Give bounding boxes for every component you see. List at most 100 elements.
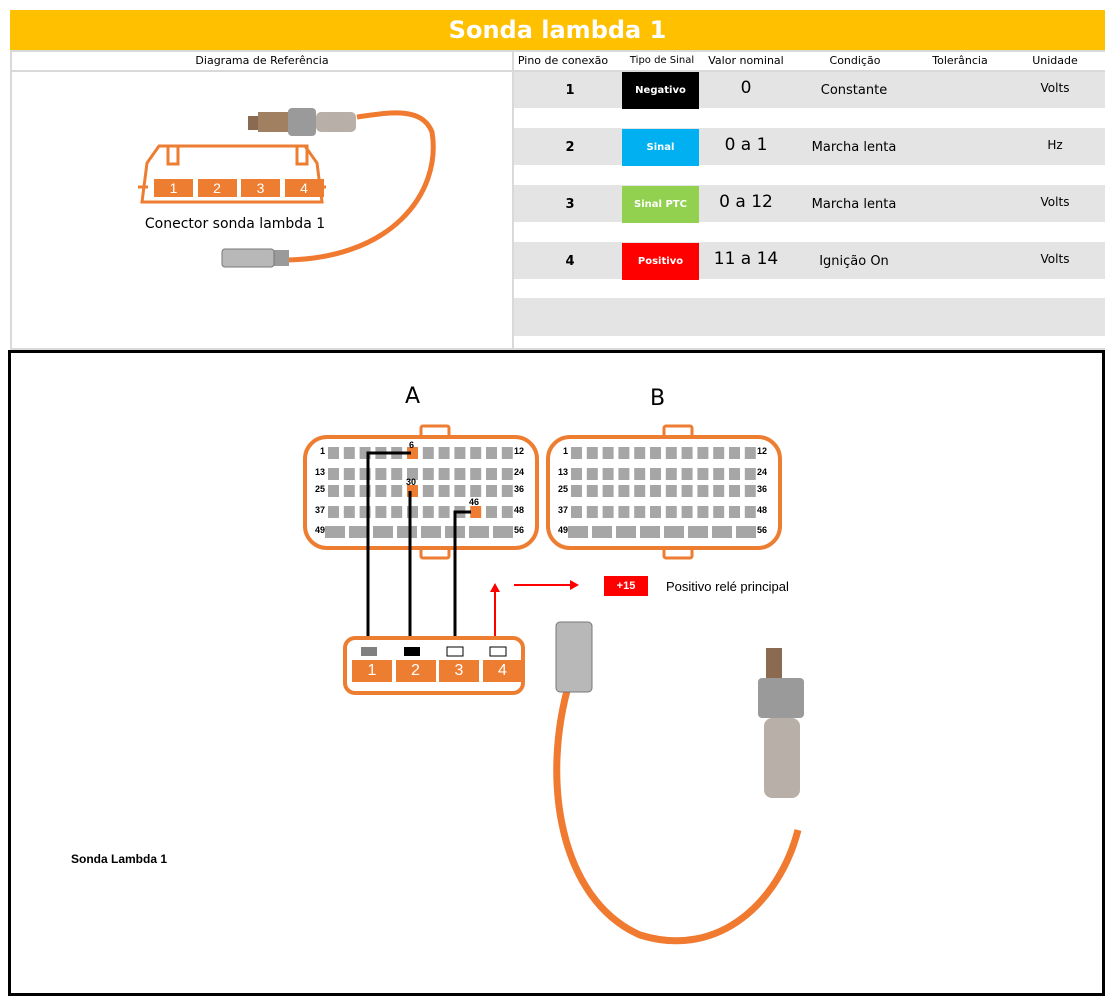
- ecu-b-pin: [729, 506, 740, 518]
- wire-color-indicator: [446, 646, 464, 657]
- sensor-connector-pin: 3: [439, 660, 479, 682]
- ecu-b-pin: [681, 506, 693, 518]
- header-tolerance: Tolerância: [932, 54, 988, 67]
- pin-row-label: 24: [514, 467, 525, 477]
- ecu-a-pin: [486, 468, 497, 480]
- ecu-b-pin: [602, 468, 614, 480]
- ecu-b-pin: [586, 485, 598, 497]
- sensor-hex: [758, 678, 804, 718]
- ecu-b-pin: [618, 447, 630, 459]
- ecu-b-pin: [688, 526, 708, 538]
- nominal-value: 0 a 12: [719, 192, 773, 212]
- ecu-b-pin: [616, 526, 636, 538]
- pin-row-label: 25: [557, 484, 568, 494]
- ecu-b-pin: [634, 468, 646, 480]
- ecu-b-pin: [664, 526, 684, 538]
- ecu-connector-a: [303, 435, 539, 550]
- ref-connector-pin: 1: [154, 179, 193, 197]
- arrow-up-icon: [490, 583, 500, 592]
- ecu-b-pin: [713, 447, 725, 459]
- ecu-a-pin: [359, 485, 371, 497]
- ecu-a-pin: [470, 447, 482, 459]
- ecu-b-pin: [665, 447, 677, 459]
- ecu-a-pin: [328, 447, 339, 459]
- pin-row-label: 13: [314, 467, 325, 477]
- condition: Constante: [820, 83, 888, 98]
- ecu-b-pin: [665, 506, 677, 518]
- ecu-b-pin: [634, 506, 646, 518]
- sensor-tip: [766, 648, 782, 678]
- ecu-b-pin: [729, 447, 740, 459]
- ecu-a-pin: [359, 447, 371, 459]
- ecu-a-pin: [438, 506, 450, 518]
- ecu-connector-b: [546, 435, 782, 550]
- unit: Volts: [1040, 252, 1070, 266]
- pin-row-label: 48: [757, 505, 768, 515]
- ecu-a-pin: [391, 506, 403, 518]
- ecu-a-pin: [375, 485, 387, 497]
- pin-row-label: 25: [314, 484, 325, 494]
- ecu-b-pin: [736, 526, 756, 538]
- reference-connector-drawing: [138, 108, 436, 268]
- ecu-a-pin: [397, 526, 417, 538]
- ecu-b-pin: [744, 506, 756, 518]
- condition: Marcha lenta: [811, 140, 897, 155]
- ecu-a-pin: [328, 485, 339, 497]
- ecu-a-pin: [454, 485, 466, 497]
- ecu-a-pin: [438, 468, 450, 480]
- pin-number: 2: [565, 140, 575, 155]
- ecu-b-pin: [650, 468, 661, 480]
- ecu-a-pin: [454, 468, 466, 480]
- ecu-a-pin: [325, 526, 345, 538]
- connector-b-label: B: [650, 386, 666, 411]
- table-row-band: [514, 185, 1105, 222]
- pin-row-label: 36: [757, 484, 768, 494]
- ecu-b-pin: [634, 447, 646, 459]
- header-signal: Tipo de Sinal: [629, 55, 695, 66]
- pin-row-label: 24: [757, 467, 768, 477]
- ecu-a-pin: [328, 506, 339, 518]
- ecu-a-pin: [486, 447, 497, 459]
- ecu-b-pin: [571, 506, 582, 518]
- ecu-b-pin: [650, 506, 661, 518]
- highlight-pin-label: 30: [406, 477, 417, 487]
- ecu-a-pin: [343, 468, 355, 480]
- ecu-a-pin: [343, 447, 355, 459]
- ecu-b-pin: [665, 468, 677, 480]
- nominal-value: 11 a 14: [713, 249, 779, 269]
- highlight-pin-label: 46: [469, 497, 480, 507]
- table-row-band: [514, 72, 1105, 108]
- ecu-a-pin: [470, 485, 482, 497]
- table-row-band: [514, 279, 1105, 298]
- pin-row-label: 37: [314, 505, 325, 515]
- wire-color-indicator: [404, 647, 420, 656]
- ecu-b-pin: [665, 485, 677, 497]
- ecu-b-pin: [697, 506, 709, 518]
- ecu-a-pin: [407, 447, 418, 459]
- table-row-band: [514, 165, 1105, 185]
- ecu-b-pin: [713, 485, 725, 497]
- ecu-b-pin: [602, 447, 614, 459]
- condition: Marcha lenta: [811, 197, 897, 212]
- ecu-a-pin: [438, 447, 450, 459]
- ecu-b-pin: [712, 526, 732, 538]
- ecu-a-pin: [470, 506, 482, 518]
- unit: Hz: [1047, 138, 1063, 152]
- pin-row-label: 56: [514, 525, 525, 535]
- table-row-band: [514, 108, 1105, 128]
- table-row-band: [514, 222, 1105, 242]
- ecu-a-pin: [391, 485, 403, 497]
- pin-row-label: 37: [557, 505, 568, 515]
- signal-type-badge: Sinal: [622, 129, 699, 166]
- ecu-b-pin: [697, 447, 709, 459]
- reference-diagram: [12, 72, 512, 348]
- ecu-b-pin: [713, 506, 725, 518]
- ecu-a-pin: [343, 485, 355, 497]
- ecu-b-pin: [571, 447, 582, 459]
- ecu-b-pin: [640, 526, 660, 538]
- pin-row-label: 1: [319, 446, 325, 456]
- ecu-b-pin: [618, 468, 630, 480]
- ecu-a-pin: [469, 526, 489, 538]
- ref-connector-pin: 4: [284, 179, 324, 197]
